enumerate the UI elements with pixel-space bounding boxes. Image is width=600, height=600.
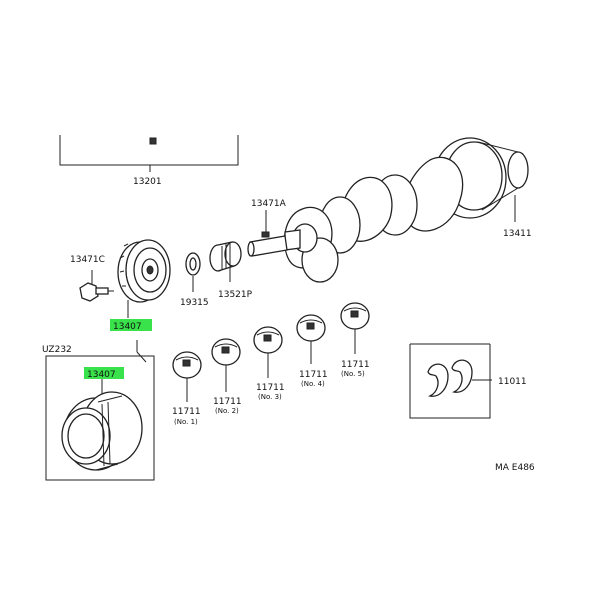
bearing-11711-no2[interactable]: 11711 (No. 2) [211,338,242,415]
bearing-pos-2: (No. 2) [215,407,239,415]
bearing-11711-no3[interactable]: 11711 (No. 3) [253,326,285,401]
highlight-13407-inset [84,367,124,379]
highlight-13407 [110,319,152,331]
pulley-bolt-13471c[interactable]: 13471C [70,255,114,302]
label-13201: 13201 [133,177,162,187]
bearing-part-5: 11711 [341,360,370,370]
bearing-pos-1: (No. 1) [174,418,198,426]
bearing-part-2: 11711 [213,397,242,407]
label-19315: 19315 [180,298,209,308]
label-11011: 11011 [498,377,527,387]
inset-title: UZ232 [42,345,72,355]
bearing-11711-no5[interactable]: 11711 (No. 5) [340,302,370,378]
label-13407: 13407 [113,322,142,332]
label-13471c: 13471C [70,255,105,265]
bearing-pos-4: (No. 4) [301,380,325,388]
oil-pan-bracket-13201[interactable]: 13201 [59,135,239,187]
label-13407-inset: 13407 [87,370,116,380]
key-13471a[interactable]: 13471A [251,199,287,238]
bearing-11711-no1[interactable]: 11711 (No. 1) [172,351,202,426]
bearing-part-1: 11711 [172,407,201,417]
gear-13521p[interactable]: 13521P [209,241,253,300]
inset-uz232[interactable]: UZ232 13407 [42,340,155,481]
label-13471a: 13471A [251,199,287,209]
bearing-part-4: 11711 [299,370,328,380]
label-13521p: 13521P [218,290,253,300]
ring-19315[interactable]: 19315 [180,252,209,308]
diagram-reference-code: MA E486 [495,463,535,473]
crankshaft-13411[interactable]: 13411 [247,137,532,283]
bearing-part-3: 11711 [256,383,285,393]
crankshaft-pulley-13407[interactable]: 13407 [110,239,171,332]
bearing-pos-3: (No. 3) [258,393,282,401]
thrust-washer-set-11011[interactable]: 11011 [409,343,527,419]
label-13411: 13411 [503,229,532,239]
bearing-pos-5: (No. 5) [341,370,365,378]
bearing-11711-no4[interactable]: 11711 (No. 4) [296,314,328,388]
